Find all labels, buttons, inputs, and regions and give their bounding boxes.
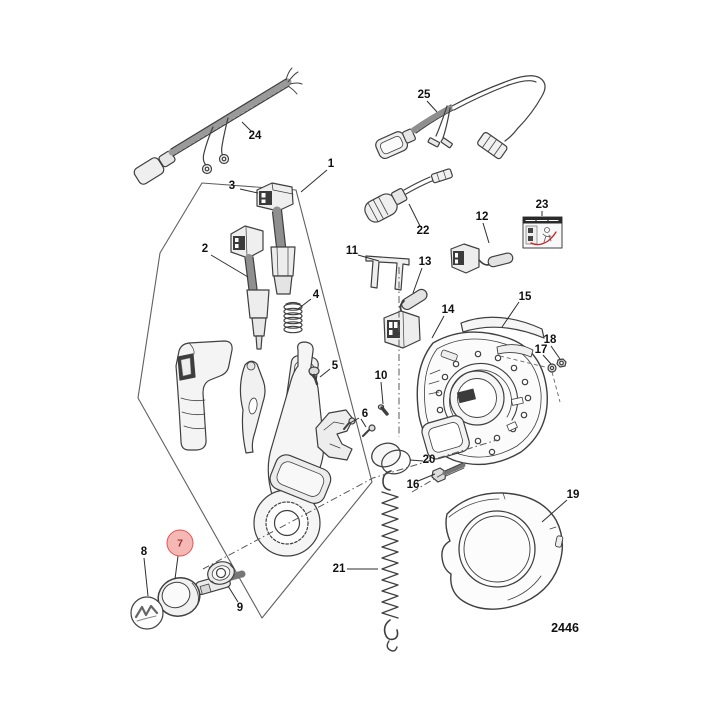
- callout-leader-lines: [143, 100, 568, 603]
- callout-7-highlighted[interactable]: 7: [166, 529, 194, 557]
- part-2-switch-drawing: [230, 225, 270, 350]
- callout-6[interactable]: 6: [361, 408, 369, 420]
- callout-16[interactable]: 16: [406, 479, 420, 491]
- control-grip-drawing: [175, 340, 233, 451]
- part-4-spring-drawing: [283, 301, 303, 334]
- callout-23[interactable]: 23: [535, 199, 549, 211]
- callout-22[interactable]: 22: [416, 225, 430, 237]
- part-14-housing-drawing: [416, 331, 548, 466]
- part-20-bushing-drawing: [371, 442, 411, 475]
- callout-8[interactable]: 8: [140, 546, 148, 558]
- callout-17[interactable]: 17: [534, 344, 548, 356]
- callout-1[interactable]: 1: [327, 158, 335, 170]
- callout-13[interactable]: 13: [418, 256, 432, 268]
- part-17-washer-drawing: [547, 363, 557, 373]
- trigger-plate-drawing: [239, 360, 266, 454]
- callout-25[interactable]: 25: [417, 89, 431, 101]
- callout-2[interactable]: 2: [201, 243, 209, 255]
- part-9-nut-drawing: [207, 561, 235, 585]
- callout-21[interactable]: 21: [332, 563, 346, 575]
- callout-11[interactable]: 11: [345, 245, 359, 257]
- part-16-screw-drawing: [431, 462, 466, 483]
- callout-20[interactable]: 20: [422, 454, 436, 466]
- callout-24[interactable]: 24: [248, 130, 262, 142]
- part-19-cover-drawing: [441, 492, 564, 610]
- callout-15[interactable]: 15: [518, 291, 532, 303]
- callout-9[interactable]: 9: [236, 602, 244, 614]
- callout-3[interactable]: 3: [228, 180, 236, 192]
- part-6-bracket-drawing: [315, 409, 376, 461]
- callout-10[interactable]: 10: [374, 370, 388, 382]
- callout-12[interactable]: 12: [475, 211, 489, 223]
- part-13-switch-drawing: [383, 288, 428, 349]
- part-5-screw-drawing: [308, 366, 320, 386]
- control-lever-arm-drawing: [253, 341, 332, 557]
- part-10-pin-drawing: [377, 404, 389, 416]
- part-23-warning-decal-drawing: [522, 216, 563, 249]
- callout-14[interactable]: 14: [441, 304, 455, 316]
- part-12-switch-drawing: [450, 243, 514, 274]
- part-24-harness-drawing: [133, 67, 303, 185]
- drawing-number: 2446: [551, 621, 579, 635]
- part-15-strip-drawing: [460, 316, 545, 358]
- callout-4[interactable]: 4: [312, 289, 320, 301]
- part-8-decal-drawing: [130, 596, 164, 630]
- part-11-bracket-drawing: [365, 255, 410, 291]
- callout-19[interactable]: 19: [566, 489, 580, 501]
- assembly-1-outline: [137, 182, 373, 619]
- part-25-harness-drawing: [375, 75, 546, 160]
- callout-18[interactable]: 18: [543, 334, 557, 346]
- part-21-spring-drawing: [381, 470, 399, 652]
- callout-5[interactable]: 5: [331, 360, 339, 372]
- part-3-switch-drawing: [256, 182, 296, 295]
- part-18-nut-drawing: [556, 358, 567, 368]
- assembly-axis-lines: [202, 267, 561, 570]
- part-22-cable-drawing: [364, 168, 453, 223]
